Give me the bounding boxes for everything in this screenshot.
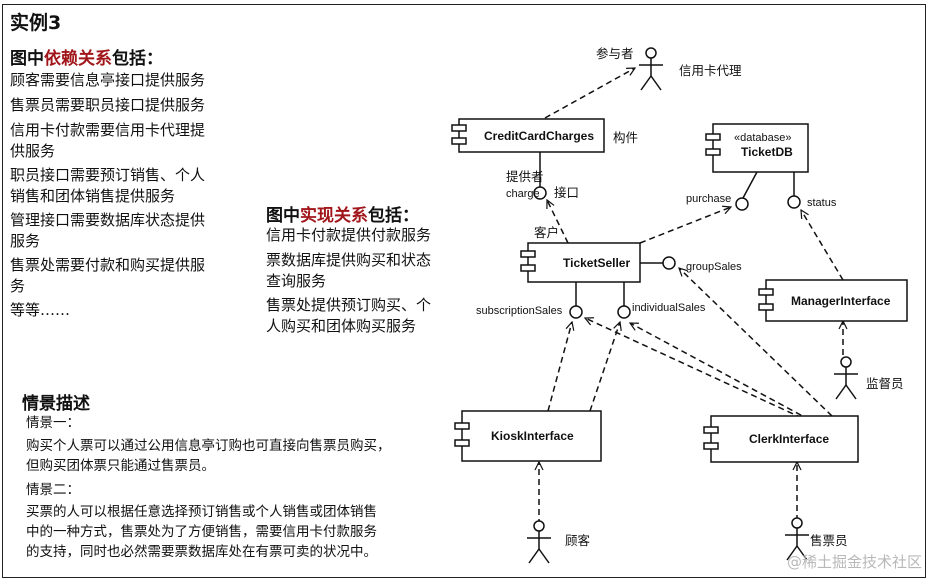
- realization-heading-prefix: 图中: [266, 206, 300, 226]
- dependency-line: 服务: [10, 232, 41, 250]
- status-label: status: [807, 197, 837, 209]
- dependency-line: 供服务: [10, 142, 56, 160]
- clerk-to-subscription-arrow: [585, 318, 803, 419]
- charge-interface: [533, 186, 547, 200]
- realization-lines: [539, 151, 795, 306]
- groupsales-label: groupSales: [686, 261, 742, 273]
- interface-circles: [533, 186, 801, 319]
- scenario-heading: 情景描述: [22, 394, 90, 414]
- ticketseller-to-charge-arrow: [547, 200, 569, 244]
- realization-heading-keyword: 实现关系: [300, 206, 368, 226]
- clerk-component: [703, 415, 859, 463]
- ticketseller-to-purchase-arrow: [639, 207, 731, 244]
- realization-heading: 图中实现关系包括：: [266, 201, 419, 226]
- individual-interface: [617, 305, 631, 319]
- groupsales-interface: [662, 256, 676, 270]
- creditcard-name: CreditCardCharges: [484, 129, 594, 143]
- ticketdb-name: TicketDB: [741, 145, 793, 159]
- clerk-to-individual-arrow: [630, 322, 811, 421]
- manager-name: ManagerInterface: [791, 294, 891, 308]
- dependency-heading-prefix: 图中: [10, 49, 44, 69]
- clerk-to-groupsales-arrow: [679, 268, 833, 417]
- kiosk-to-subscription-arrow: [547, 322, 572, 412]
- dependency-line: 务: [10, 277, 26, 295]
- customer-actor: [527, 520, 551, 564]
- dependency-line: 销售和团体销售提供服务: [10, 187, 176, 205]
- scenario-2-line: 的支持，同时也必然需要票数据库处在有票可卖的状况中。: [26, 544, 377, 560]
- ticketdb-stereotype: «database»: [734, 132, 792, 144]
- dependency-line: 信用卡付款需要信用卡代理提: [10, 121, 206, 139]
- subscription-label: subscriptionSales: [476, 305, 563, 317]
- watermark: @稀土掘金技术社区: [786, 553, 922, 571]
- ticketseller-name: TicketSeller: [563, 256, 630, 270]
- purchase-interface: [735, 197, 749, 211]
- scenario-2-title: 情景二：: [26, 482, 80, 498]
- scenario-1-line: 购买个人票可以通过公用信息亭订购也可直接向售票员购买，: [26, 438, 391, 454]
- manager-to-status-arrow: [801, 210, 844, 281]
- manager-component: [758, 279, 908, 322]
- realization-heading-suffix: 包括：: [368, 206, 419, 226]
- dependency-heading-keyword: 依赖关系: [44, 49, 112, 69]
- creditcard-to-agent-arrow: [544, 67, 635, 119]
- realization-line: 售票处提供预订购买、个: [266, 296, 432, 314]
- dependency-line: 职员接口需要预订销售、个人: [10, 166, 206, 184]
- component-label: 构件: [613, 130, 638, 145]
- dependency-line: 售票处需要付款和购买提供服: [10, 256, 206, 274]
- kiosk-to-individual-arrow: [589, 322, 620, 412]
- clerk-actor: [785, 517, 809, 561]
- ticketseller-component: [520, 242, 641, 283]
- status-interface: [787, 195, 801, 209]
- dependency-line: 顾客需要信息亭接口提供服务: [10, 71, 206, 89]
- realization-line: 信用卡付款提供付款服务: [266, 226, 432, 244]
- realization-line: 人购买和团体购买服务: [266, 317, 417, 335]
- creditcard-component: [451, 118, 605, 153]
- supervisor-label: 监督员: [866, 376, 904, 391]
- dependency-line: 管理接口需要数据库状态提供: [10, 211, 206, 229]
- interface-label: 接口: [554, 185, 579, 200]
- scenario-2-line: 中的一种方式，售票处为了方便销售，需要信用卡付款服务: [26, 524, 377, 540]
- dependency-heading: 图中依赖关系包括：: [10, 44, 163, 69]
- dependency-line: 等等……: [10, 301, 71, 319]
- provider-label: 提供者: [506, 169, 544, 184]
- clerk-name: ClerkInterface: [749, 432, 829, 446]
- client-label: 客户: [534, 225, 559, 240]
- page-title: 实例3: [10, 12, 62, 34]
- subscription-interface: [569, 305, 583, 319]
- customer-label: 顾客: [565, 533, 591, 548]
- participant-label: 参与者: [596, 46, 634, 61]
- realization-line: 查询服务: [266, 272, 327, 290]
- kiosk-component: [454, 410, 602, 462]
- frame: [2, 4, 926, 578]
- ticketdb-component: [705, 123, 809, 173]
- charge-label: charge: [506, 188, 540, 200]
- scenario-1-line: 但购买团体票只能通过售票员。: [26, 458, 215, 474]
- realization-line: 票数据库提供购买和状态: [266, 251, 432, 269]
- purchase-label: purchase: [686, 193, 731, 205]
- dependency-heading-suffix: 包括：: [112, 49, 163, 69]
- scenario-2-line: 买票的人可以根据任意选择预订销售或个人销售或团体销售: [26, 504, 377, 520]
- clerk-actor-label: 售票员: [810, 533, 848, 548]
- credit-agent-actor: [639, 47, 663, 91]
- dependency-line: 售票员需要职员接口提供服务: [10, 96, 206, 114]
- scenario-1-title: 情景一：: [26, 415, 80, 431]
- credit-agent-label: 信用卡代理: [679, 63, 742, 78]
- purchase-lollipop-stem: [742, 171, 758, 199]
- supervisor-actor: [834, 356, 858, 400]
- dependency-arrows: [539, 67, 844, 525]
- kiosk-name: KioskInterface: [491, 429, 574, 443]
- individual-label: individualSales: [632, 302, 706, 314]
